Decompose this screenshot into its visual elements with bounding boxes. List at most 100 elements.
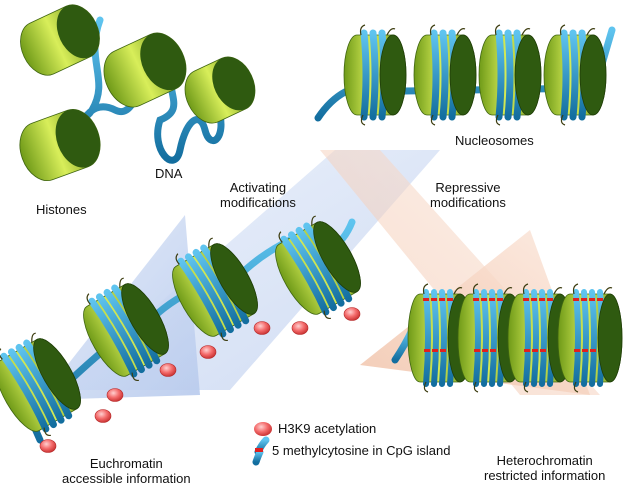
methyl-mark bbox=[581, 298, 587, 301]
histone bbox=[19, 109, 101, 181]
methyl-mark bbox=[474, 349, 480, 352]
label-activating: Activating modifications bbox=[220, 180, 296, 210]
nucleosome bbox=[83, 277, 169, 382]
dna-wrap bbox=[473, 289, 481, 387]
acetylation-mark bbox=[106, 388, 124, 402]
methyl-mark bbox=[482, 349, 488, 352]
dna-wrap bbox=[295, 226, 345, 307]
acetylation-mark bbox=[291, 321, 309, 335]
histone-tail bbox=[0, 348, 3, 360]
histone-tail bbox=[560, 114, 566, 126]
histone-tail bbox=[523, 381, 529, 393]
acetylation-mark bbox=[39, 439, 57, 453]
label-activating-line2: modifications bbox=[220, 195, 296, 210]
histone-tail bbox=[422, 283, 429, 295]
histone-tail bbox=[278, 231, 283, 243]
dna-wrap bbox=[439, 29, 449, 121]
label-nucleosomes: Nucleosomes bbox=[455, 133, 534, 148]
nucleosome bbox=[543, 24, 607, 126]
methyl-mark bbox=[447, 298, 453, 301]
acetylation-mark bbox=[199, 345, 217, 359]
histone-tail bbox=[573, 381, 579, 393]
histone-tail bbox=[360, 114, 366, 126]
methyl-mark bbox=[524, 349, 530, 352]
methyl-mark bbox=[490, 349, 496, 352]
methyl-mark bbox=[573, 298, 579, 301]
dna-wrap bbox=[287, 231, 337, 312]
methyl-mark bbox=[540, 349, 546, 352]
histone-tail bbox=[572, 283, 579, 295]
label-repressive-line2: modifications bbox=[430, 195, 506, 210]
label-euchromatin-line2: accessible information bbox=[62, 471, 191, 486]
dna-wrap bbox=[192, 248, 242, 329]
histone-tail bbox=[453, 287, 463, 295]
nucleosome-row bbox=[314, 24, 616, 126]
legend-acetylation-label: H3K9 acetylation bbox=[278, 421, 377, 436]
dna-wrap bbox=[95, 293, 145, 374]
label-activating-line1: Activating bbox=[229, 180, 287, 195]
histone-face bbox=[210, 243, 258, 315]
dna-wrap bbox=[560, 29, 570, 121]
dna-wrap bbox=[523, 289, 531, 387]
dna-wrap bbox=[430, 29, 440, 121]
dna-wrap bbox=[431, 289, 439, 387]
methyl-mark bbox=[597, 298, 603, 301]
histone-tail bbox=[473, 381, 479, 393]
nucleosome bbox=[172, 237, 258, 342]
histone-tail bbox=[323, 310, 331, 320]
methyl-mark bbox=[424, 349, 430, 352]
histone-face bbox=[579, 34, 607, 116]
dna-wrap bbox=[423, 289, 431, 387]
legend-methylcytosine-label: 5 methylcytosine in CpG island bbox=[272, 443, 451, 458]
methyl-mark bbox=[574, 349, 580, 352]
histone bbox=[103, 32, 187, 108]
methyl-mark bbox=[523, 298, 529, 301]
histone-tail bbox=[208, 237, 213, 248]
dna-wrap bbox=[103, 288, 153, 369]
dna-wrap bbox=[0, 352, 50, 433]
label-euchromatin-line1: Euchromatin bbox=[89, 456, 163, 471]
dna-wrap bbox=[504, 29, 514, 121]
histone-tail bbox=[586, 28, 596, 36]
dna-wrap bbox=[481, 289, 489, 387]
histone-tail bbox=[86, 293, 91, 305]
histone-tail bbox=[119, 277, 124, 288]
acetylation-mark bbox=[94, 409, 112, 423]
nucleosome bbox=[0, 332, 81, 437]
histone-tail bbox=[553, 287, 563, 295]
label-repressive: Repressive modifications bbox=[430, 180, 506, 210]
methyl-mark bbox=[489, 298, 495, 301]
histone bbox=[184, 56, 256, 124]
methyl-mark bbox=[481, 298, 487, 301]
label-heterochromatin-line1: Heterochromatin bbox=[496, 453, 593, 468]
acetylation-mark bbox=[343, 307, 361, 321]
methyl-mark bbox=[539, 298, 545, 301]
dna-wrap bbox=[15, 343, 65, 424]
histone-tail bbox=[430, 114, 436, 126]
label-heterochromatin-line2: restricted information bbox=[484, 468, 606, 483]
histone-tail bbox=[429, 24, 436, 36]
histone-tail bbox=[503, 287, 513, 295]
label-histones: Histones bbox=[36, 202, 87, 217]
methyl-mark bbox=[590, 349, 596, 352]
methyl-mark bbox=[432, 349, 438, 352]
dna-wrap bbox=[489, 289, 497, 387]
dna-wrap bbox=[569, 29, 579, 121]
methyl-mark bbox=[582, 349, 588, 352]
histone-face bbox=[140, 32, 186, 91]
dna-wrap bbox=[369, 29, 379, 121]
histone-tail bbox=[220, 332, 228, 342]
label-repressive-line1: Repressive bbox=[435, 180, 501, 195]
methyl-mark bbox=[439, 298, 445, 301]
dna-wrap bbox=[573, 289, 581, 387]
dna-wrap bbox=[539, 289, 547, 387]
histone-tail bbox=[495, 114, 501, 126]
histone-tail bbox=[521, 28, 531, 36]
histone-tail bbox=[43, 427, 51, 437]
methyl-mark bbox=[531, 298, 537, 301]
histone-face bbox=[379, 34, 407, 116]
label-dna: DNA bbox=[155, 166, 183, 181]
methyl-mark bbox=[431, 298, 437, 301]
histone bbox=[20, 4, 100, 76]
methyl-mark bbox=[440, 349, 446, 352]
